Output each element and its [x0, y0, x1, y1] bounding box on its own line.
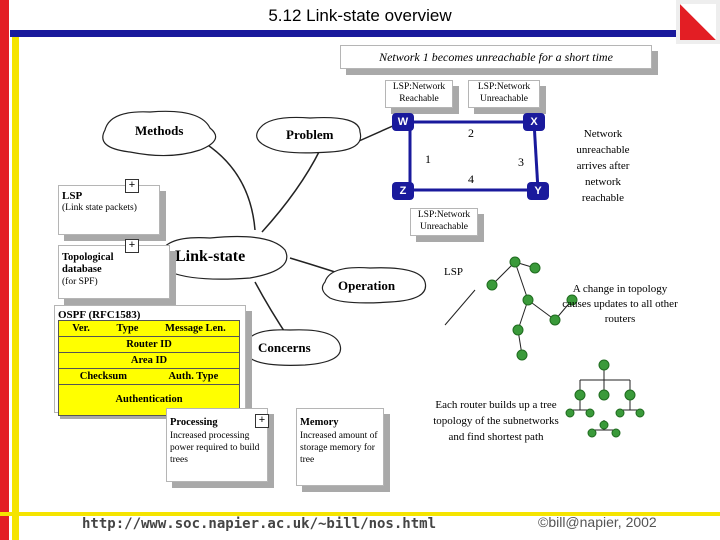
tree-note: Each router builds up a tree topology of… [433, 399, 559, 443]
ospf-cell: Router ID [126, 339, 172, 350]
methods-label: Methods [135, 123, 184, 138]
topo-box: Topological database (for SPF) [58, 245, 170, 299]
node-w: W [392, 113, 414, 131]
processing-box: Processing Increased processing power re… [166, 408, 268, 482]
link-state-label: Link-state [175, 248, 246, 265]
lsp-unreachable-mid-box: LSP:Network Unreachable [410, 208, 478, 236]
lsp-tree-label: LSP [444, 266, 463, 278]
ospf-row-checksum: Checksum Auth. Type [58, 369, 240, 385]
edge-label-2: 2 [468, 126, 474, 140]
topo-title: Topological database [62, 252, 114, 275]
ospf-packet-table: Ver. Type Message Len. Router ID Area ID… [58, 320, 240, 416]
title-underline-bar [10, 30, 710, 37]
ospf-row-header: Ver. Type Message Len. [58, 320, 240, 337]
edge-label-3: 3 [518, 155, 524, 169]
memory-title: Memory [300, 417, 339, 428]
topo-subtitle: (for SPF) [62, 277, 98, 287]
ospf-title: OSPF (RFC1583) [58, 309, 141, 321]
topo-expand-icon[interactable]: + [125, 239, 139, 253]
footer-url[interactable]: http://www.soc.napier.ac.uk/~bill/nos.ht… [82, 516, 437, 532]
concerns-label: Concerns [258, 340, 311, 355]
ospf-cell: Area ID [130, 355, 168, 366]
lsp-reachable-box: LSP:Network Reachable [385, 80, 453, 108]
network-note: Network unreachable arrives after networ… [576, 128, 630, 204]
ospf-cell: Message Len. [165, 323, 226, 334]
topology-note: A change in topology causes updates to a… [562, 283, 678, 325]
header-box: Network 1 becomes unreachable for a shor… [340, 45, 652, 69]
ospf-cell: Type [116, 323, 139, 334]
processing-title: Processing [170, 417, 218, 428]
red-accent-bar [0, 0, 9, 540]
node-y: Y [527, 182, 549, 200]
memory-text: Increased amount of storage memory for t… [300, 431, 378, 465]
page-title: 5.12 Link-state overview [268, 6, 452, 25]
ospf-cell: Checksum [79, 371, 127, 382]
node-x: X [523, 113, 545, 131]
operation-label: Operation [338, 278, 396, 293]
ospf-cell: Auth. Type [168, 371, 219, 382]
lsp-subtitle: (Link state packets) [62, 203, 137, 213]
footer-copyright: ©bill@napier, 2002 [538, 514, 657, 530]
lsp-expand-icon[interactable]: + [125, 179, 139, 193]
processing-expand-icon[interactable]: + [255, 414, 269, 428]
ospf-row-area-id: Area ID [58, 353, 240, 369]
processing-text: Increased processing power required to b… [170, 431, 260, 465]
edge-label-4: 4 [468, 172, 474, 186]
ospf-cell: Authentication [115, 394, 183, 405]
lsp-title: LSP [62, 190, 83, 202]
lsp-unreachable-top-box: LSP:Network Unreachable [468, 80, 540, 108]
problem-label: Problem [286, 127, 334, 142]
corner-logo-icon [676, 0, 720, 44]
memory-box: Memory Increased amount of storage memor… [296, 408, 384, 486]
edge-label-1: 1 [425, 152, 431, 166]
ospf-cell: Ver. [72, 323, 90, 334]
lsp-box: LSP (Link state packets) [58, 185, 160, 235]
footer-bar [0, 512, 720, 516]
node-z: Z [392, 182, 414, 200]
yellow-accent-bar [12, 35, 19, 540]
ospf-row-router-id: Router ID [58, 337, 240, 353]
